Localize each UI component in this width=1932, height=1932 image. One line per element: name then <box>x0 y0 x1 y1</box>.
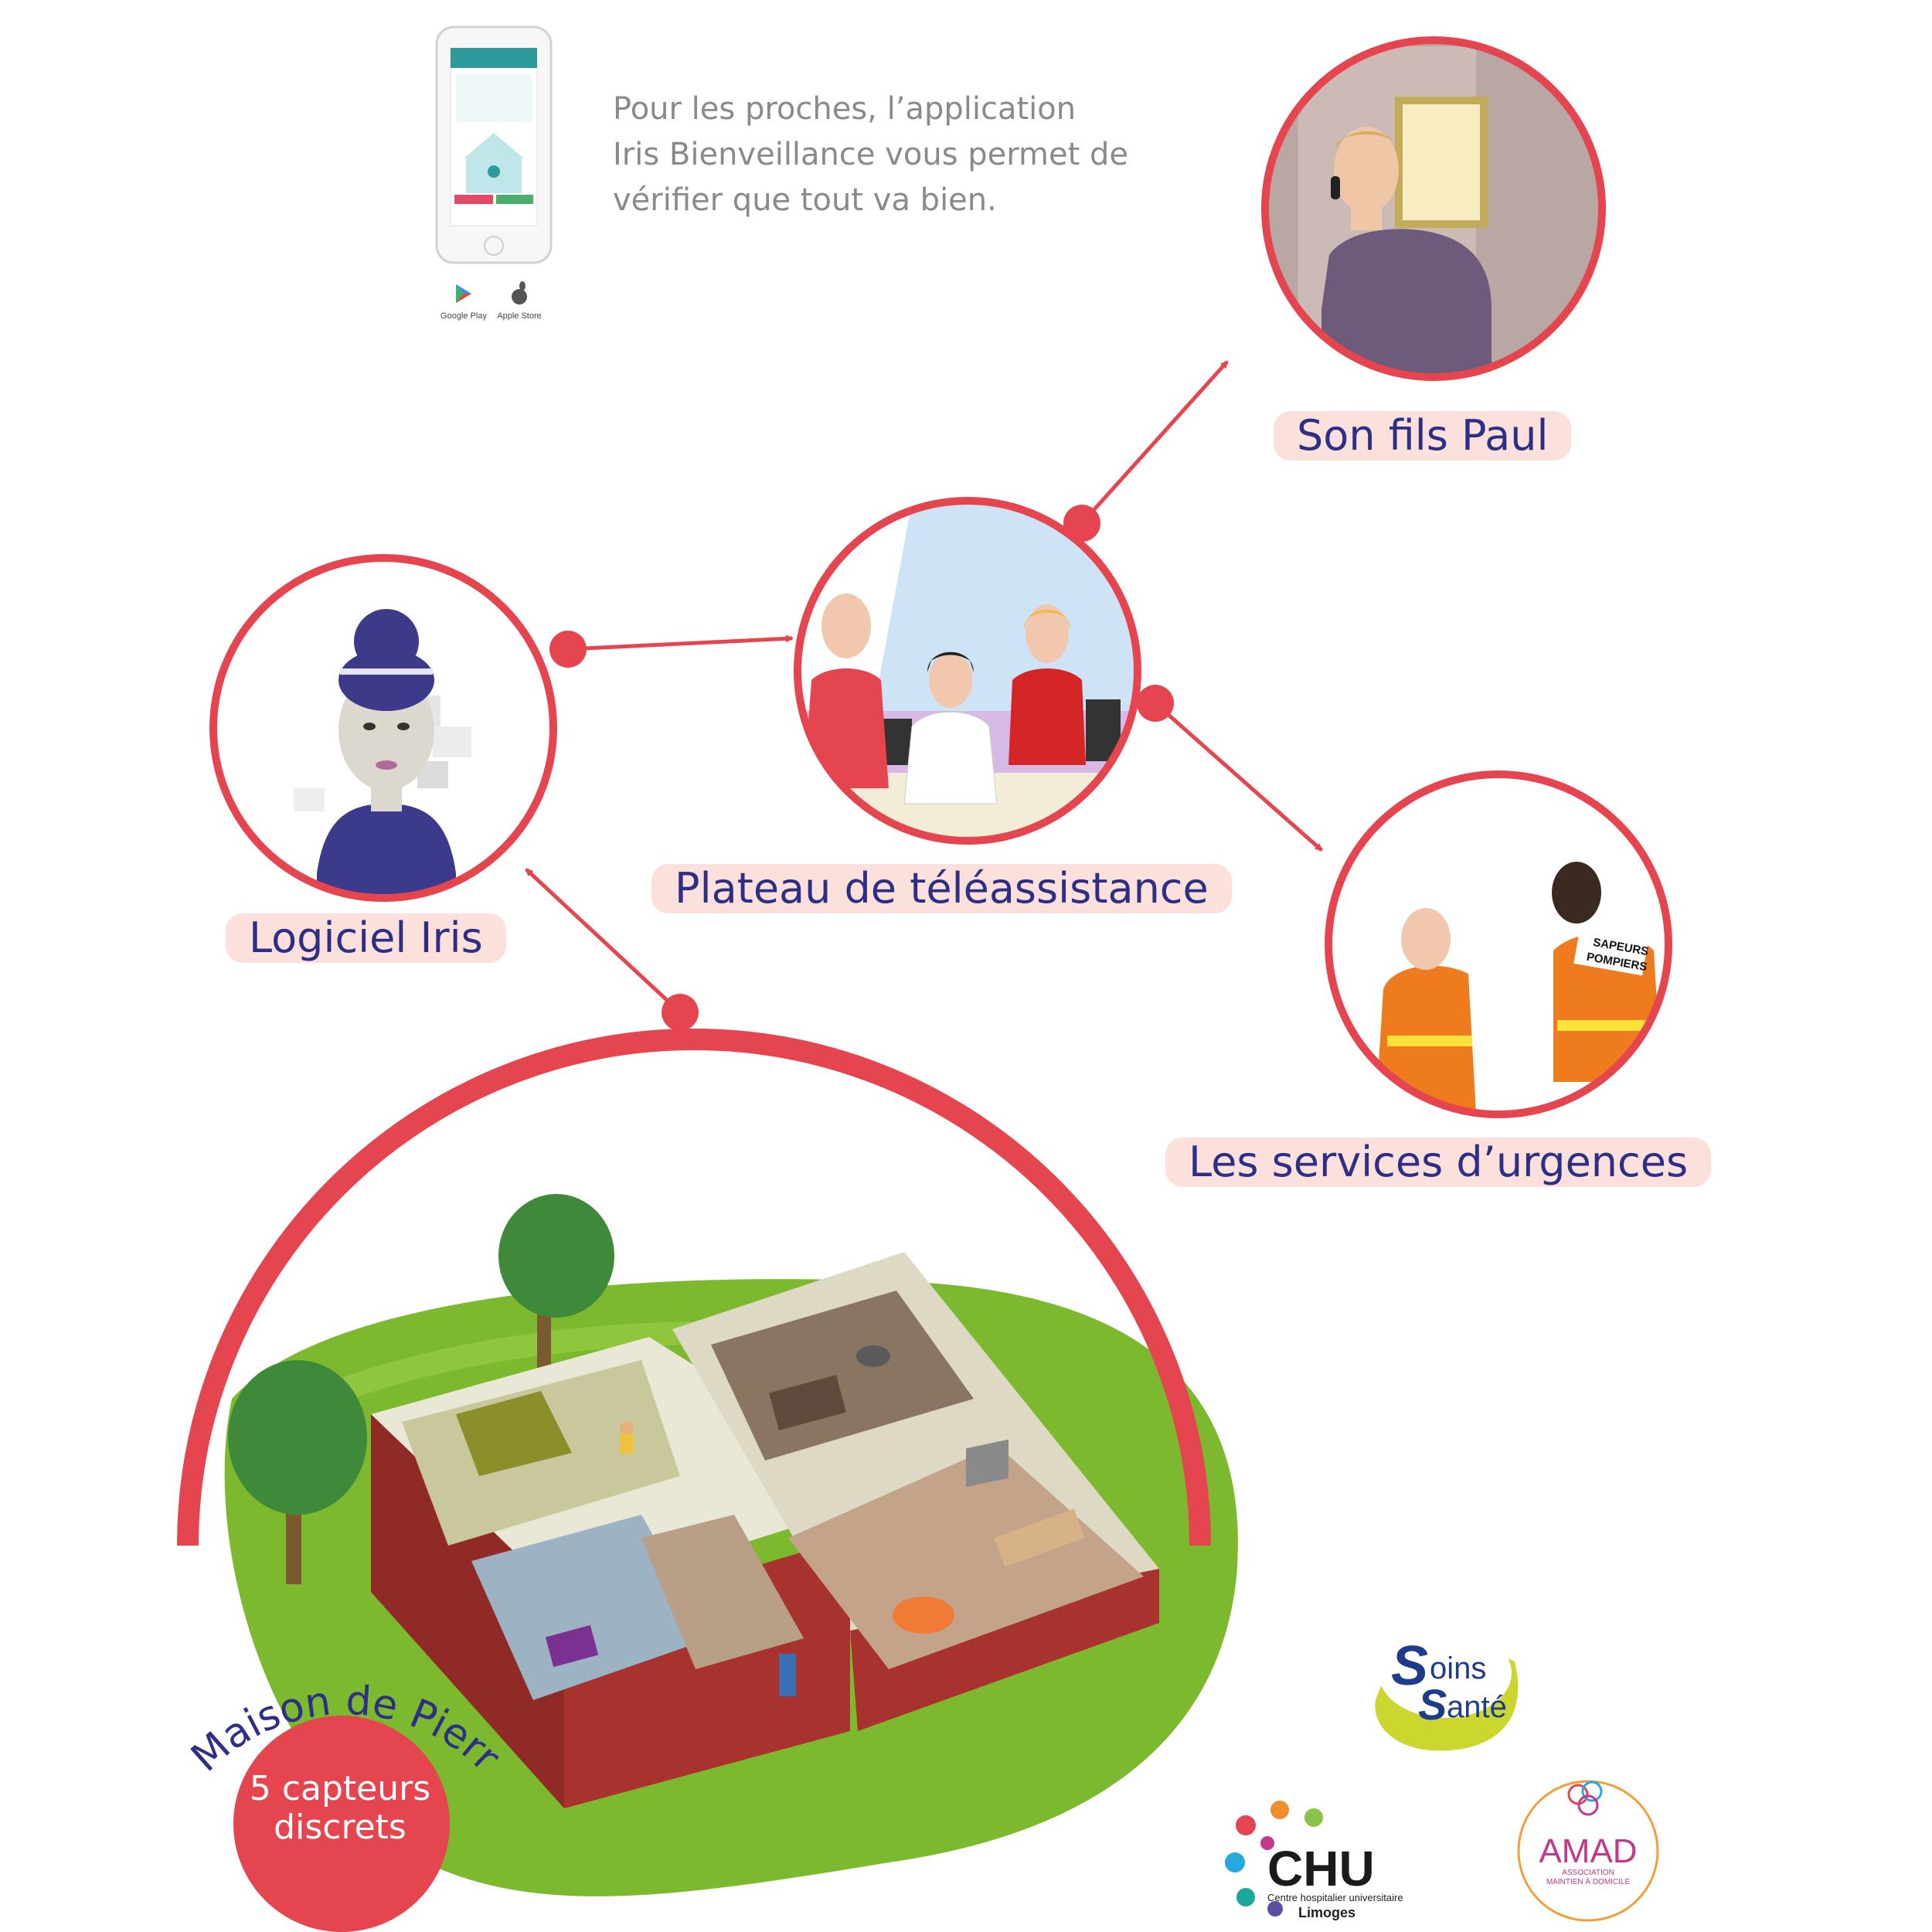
sensors-line-1: 5 capteurs <box>249 1769 431 1808</box>
teleassistance-illustration <box>799 502 1136 839</box>
google-play-icon[interactable] <box>456 284 471 303</box>
amad-subtitle: ASSOCIATION MAINTIEN À DOMICILE <box>1534 1869 1642 1887</box>
intro-line-2: Iris Bienveillance vous permet de <box>613 137 1128 172</box>
sensors-badge <box>233 1716 450 1932</box>
son-label: Son fils Paul <box>1274 411 1572 461</box>
soins-s1: S <box>1391 1635 1428 1697</box>
soins-top: oins <box>1430 1651 1486 1685</box>
emergency-label: Les services d’urgences <box>1165 1138 1712 1187</box>
iris-illustration <box>215 560 552 896</box>
son-circle <box>1261 36 1606 381</box>
connector-dot-platform-right <box>1137 685 1174 722</box>
house-illustration <box>224 1194 1238 1896</box>
platform-label: Plateau de téléassistance <box>651 864 1232 913</box>
soins-s2: S <box>1418 1680 1447 1729</box>
amad-text: AMAD <box>1539 1832 1637 1870</box>
intro-line-1: Pour les proches, l’application <box>613 91 1077 127</box>
intro-text: Pour les proches, l’application Iris Bie… <box>613 87 1169 223</box>
iris-label: Logiciel Iris <box>226 913 506 963</box>
apple-store-label: Apple Store <box>497 311 541 321</box>
arrow-platform-to-son <box>1080 360 1229 525</box>
son-illustration <box>1267 42 1600 376</box>
teleassistance-circle <box>794 497 1141 845</box>
chu-city: Limoges <box>1298 1905 1356 1920</box>
arrow-house-to-iris <box>525 868 682 1014</box>
google-play-label: Google Play <box>440 311 487 321</box>
iris-circle <box>209 554 557 902</box>
intro-line-3: vérifier que tout va bien. <box>613 182 997 218</box>
chu-subtitle: Centre hospitalier universitaire <box>1267 1892 1403 1903</box>
connector-dot-iris <box>549 631 587 668</box>
sensors-text: 5 capteurs discrets <box>232 1770 448 1847</box>
connectors <box>525 360 1323 1014</box>
emergency-illustration: SAPEURS POMPIERS <box>1330 776 1667 1113</box>
chu-text: CHU <box>1267 1841 1375 1896</box>
arrow-iris-to-platform <box>567 634 794 651</box>
amad-sub-line-2: MAINTIEN À DOMICILE <box>1546 1878 1631 1886</box>
arrow-platform-to-emergency <box>1154 702 1323 852</box>
apple-icon[interactable] <box>512 281 527 304</box>
amad-logo: AMAD <box>1517 1780 1659 1922</box>
soins-sante-logo: S oins S anté <box>1375 1628 1519 1751</box>
sensors-line-2: discrets <box>274 1808 406 1847</box>
emergency-circle <box>1325 770 1672 1118</box>
connector-dot-house <box>662 994 699 1031</box>
amad-sub-line-1: ASSOCIATION <box>1562 1869 1614 1877</box>
soins-bottom: anté <box>1447 1690 1507 1724</box>
phone-mockup <box>435 26 553 264</box>
home-coverage-arc <box>177 1029 1211 1546</box>
chu-logo: CHU <box>1225 1801 1375 1917</box>
